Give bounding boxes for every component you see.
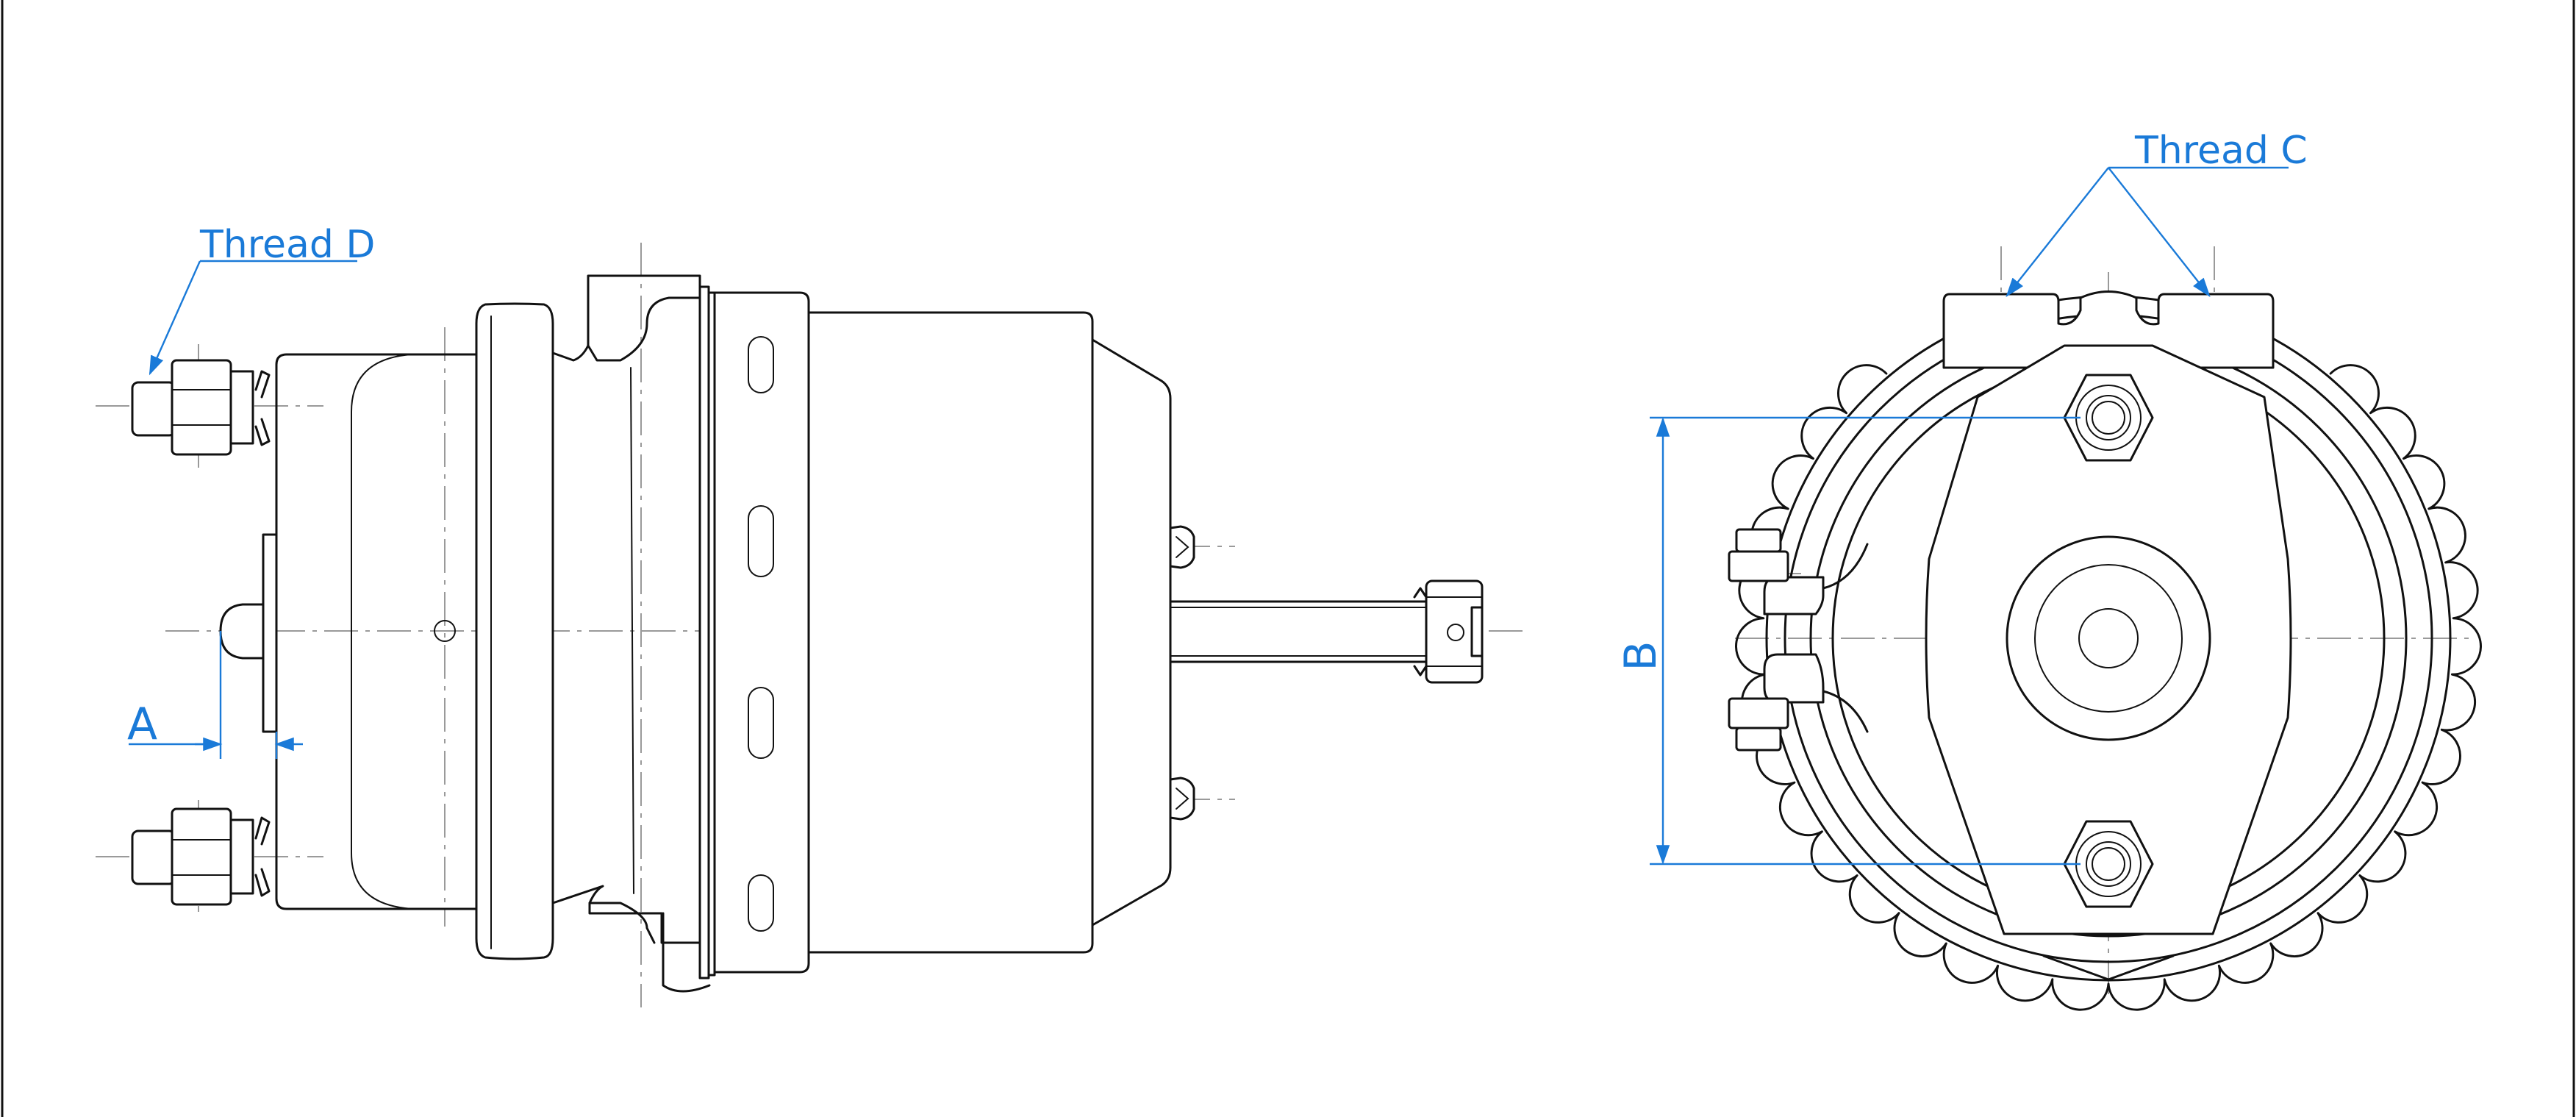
hub xyxy=(2006,535,2211,741)
slot xyxy=(748,874,774,932)
top-mounting-block xyxy=(1942,290,2275,369)
dimension-a-label: A xyxy=(127,699,157,750)
thread-c-callout: Thread C xyxy=(2006,129,2308,298)
mounting-studs xyxy=(1169,525,1195,821)
front-view xyxy=(1728,246,2482,1011)
slot xyxy=(748,687,774,759)
side-view xyxy=(96,243,1529,1007)
flange-plate xyxy=(662,285,716,993)
service-chamber xyxy=(807,311,1172,954)
slot xyxy=(748,336,774,393)
thread-d-label: Thread D xyxy=(199,223,375,267)
slot xyxy=(748,505,774,577)
thread-d-callout: Thread D xyxy=(149,223,375,376)
dimension-b: B xyxy=(1615,416,2081,866)
slotted-band xyxy=(713,291,810,974)
push-rod xyxy=(1169,587,1428,677)
clamp-ring xyxy=(475,302,554,960)
side-clamp xyxy=(1728,528,1869,752)
dimension-b-label: B xyxy=(1615,640,1667,671)
dimension-a: A xyxy=(127,631,303,759)
thread-c-label: Thread C xyxy=(2134,129,2308,173)
release-cap xyxy=(219,533,278,733)
vent-hole xyxy=(434,620,456,642)
upper-port-fitting xyxy=(131,359,271,456)
clevis xyxy=(1425,579,1484,684)
lower-port-fitting xyxy=(131,807,271,906)
bottom-tab xyxy=(2042,954,2175,981)
middle-housing xyxy=(551,274,701,944)
scalloped-ring-drawn xyxy=(1735,364,2482,1011)
